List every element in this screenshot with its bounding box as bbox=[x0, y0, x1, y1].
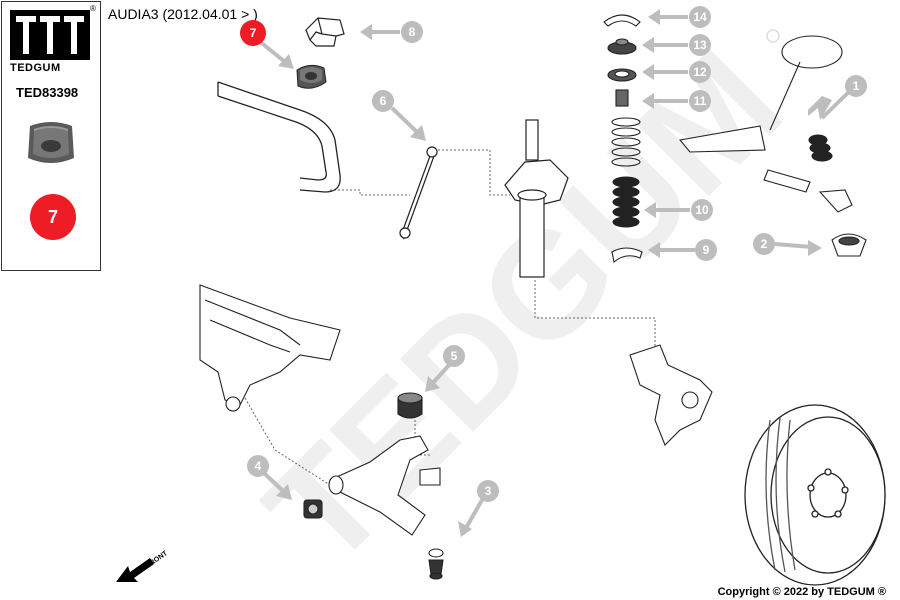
callout-arrow-9 bbox=[648, 242, 695, 258]
steering-knuckle bbox=[629, 344, 713, 446]
svg-text:13: 13 bbox=[693, 38, 707, 52]
callout-12: 12 bbox=[689, 61, 711, 83]
coil-spring-icon bbox=[611, 117, 641, 167]
callout-10: 10 bbox=[691, 199, 713, 221]
shock-absorber bbox=[504, 119, 569, 278]
svg-text:9: 9 bbox=[703, 243, 710, 257]
callout-arrow-14 bbox=[648, 9, 688, 25]
svg-text:6: 6 bbox=[380, 94, 387, 108]
svg-text:10: 10 bbox=[695, 203, 709, 217]
callout-arrow-11 bbox=[642, 93, 688, 109]
svg-text:4: 4 bbox=[255, 459, 262, 473]
product-panel: ® TEDGUM TED83398 7 bbox=[1, 1, 101, 271]
arm-bushing-front-icon bbox=[303, 499, 323, 519]
svg-text:1: 1 bbox=[853, 79, 860, 93]
callout-2: 2 bbox=[753, 233, 775, 255]
svg-text:11: 11 bbox=[694, 94, 707, 108]
steering-boot-icon bbox=[808, 134, 833, 162]
tedgum-logo-icon bbox=[10, 10, 90, 60]
ball-joint-icon bbox=[428, 548, 444, 580]
guide-lines bbox=[244, 149, 656, 486]
bushing-thumbnail-icon bbox=[28, 122, 74, 163]
callout-arrow-7 bbox=[256, 38, 294, 69]
callout-3: 3 bbox=[477, 480, 499, 502]
part-number: TED83398 bbox=[16, 85, 79, 100]
spring-seat-icon bbox=[611, 247, 643, 264]
bushing-parts bbox=[303, 392, 444, 580]
callout-4: 4 bbox=[247, 455, 269, 477]
svg-text:12: 12 bbox=[693, 65, 707, 79]
callout-badges: 1 2 3 4 5 6 8 9 10 11 12 13 14 bbox=[247, 6, 867, 502]
svg-text:5: 5 bbox=[451, 349, 458, 363]
stabilizer-link bbox=[399, 146, 438, 239]
callout-9: 9 bbox=[695, 239, 717, 261]
bushing-clamp bbox=[305, 17, 345, 47]
copyright-text: Copyright © 2022 by TEDGUM ® bbox=[717, 586, 886, 598]
callout-arrow-6 bbox=[390, 106, 426, 141]
callout-arrow-12 bbox=[642, 64, 688, 80]
callout-arrow-2 bbox=[774, 240, 822, 256]
svg-text:8: 8 bbox=[409, 25, 416, 39]
callout-5: 5 bbox=[443, 345, 465, 367]
top-mount-stack bbox=[603, 14, 643, 264]
callout-arrow-8 bbox=[360, 24, 400, 40]
callout-arrow-5 bbox=[425, 362, 452, 392]
arm-bushing-rear-icon bbox=[397, 392, 423, 419]
svg-text:2: 2 bbox=[761, 237, 768, 251]
strut-mount-cover-icon bbox=[603, 14, 641, 27]
stabilizer-bushing bbox=[296, 64, 327, 89]
callout-8: 8 bbox=[401, 21, 423, 43]
callout-arrow-4 bbox=[263, 472, 292, 500]
callout-arrows bbox=[256, 9, 857, 537]
steering-assembly bbox=[678, 35, 867, 257]
callout-arrow-10 bbox=[644, 202, 690, 218]
svg-text:3: 3 bbox=[485, 484, 492, 498]
callout-arrow-3 bbox=[458, 499, 484, 537]
svg-text:14: 14 bbox=[693, 10, 707, 24]
vehicle-title: AUDIA3 (2012.04.01 > ) bbox=[108, 6, 258, 22]
highlight-item-badge: 7 bbox=[30, 194, 76, 240]
callout-arrow-13 bbox=[642, 37, 688, 53]
subframe bbox=[199, 284, 341, 412]
callout-6: 6 bbox=[372, 90, 394, 112]
front-direction-arrow: FRONT bbox=[116, 550, 169, 582]
dust-boot-icon bbox=[612, 176, 640, 228]
wheel bbox=[744, 404, 886, 586]
watermark-registered-icon bbox=[766, 29, 780, 43]
highlighted-part-badge: 7 bbox=[240, 20, 266, 46]
stabilizer-bar bbox=[217, 81, 341, 193]
callout-11: 11 bbox=[689, 90, 711, 112]
callout-14: 14 bbox=[689, 6, 711, 28]
callout-1: 1 bbox=[845, 75, 867, 97]
brand-name: TEDGUM bbox=[10, 62, 61, 74]
registered-mark: ® bbox=[90, 4, 96, 13]
callout-13: 13 bbox=[689, 34, 711, 56]
control-arm bbox=[328, 435, 441, 536]
bump-stop-icon bbox=[615, 89, 629, 107]
